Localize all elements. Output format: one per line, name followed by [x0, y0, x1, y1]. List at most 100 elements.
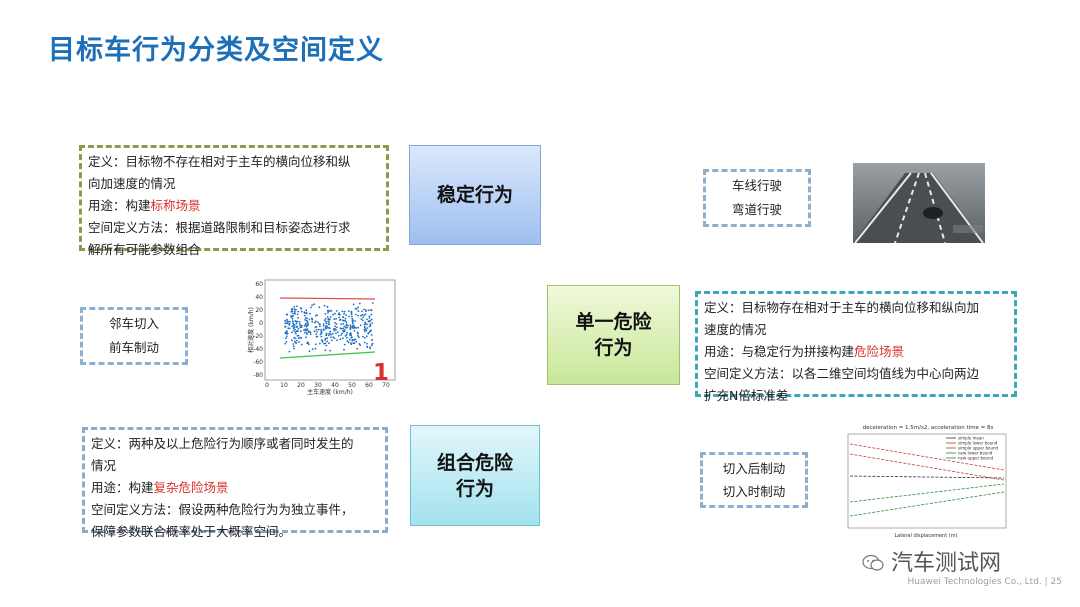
scatter-point: [315, 333, 317, 335]
scatter-point: [342, 337, 344, 339]
scatter-point: [327, 321, 329, 323]
scatter-point: [325, 345, 327, 347]
scatter-point: [340, 334, 342, 336]
stable-example-1: 车线行驶: [712, 174, 802, 198]
scatter-point: [355, 338, 357, 340]
scatter-point: [315, 321, 317, 323]
scatter-point: [357, 315, 359, 317]
scatter-point: [295, 333, 297, 335]
scatter-x-tick: 50: [348, 382, 356, 389]
scatter-point: [310, 333, 312, 335]
scatter-point: [329, 327, 331, 329]
scatter-point: [366, 319, 368, 321]
scatter-point: [338, 317, 340, 319]
scatter-point: [364, 331, 366, 333]
brand-watermark: 汽车测试网: [862, 545, 1001, 577]
scatter-point: [294, 308, 296, 310]
scatter-point: [325, 338, 327, 340]
scatter-point: [287, 328, 289, 330]
scatter-point: [349, 339, 351, 341]
scatter-point: [300, 330, 302, 332]
scatter-point: [317, 321, 319, 323]
single-use-highlight: 危险场景: [854, 344, 904, 359]
scatter-point: [344, 329, 346, 331]
scatter-point: [368, 320, 370, 322]
scatter-point: [369, 323, 371, 325]
scatter-point: [301, 325, 303, 327]
single-example-2: 前车制动: [89, 336, 179, 360]
scatter-point: [298, 341, 300, 343]
scatter-point: [351, 312, 353, 314]
scatter-point: [369, 346, 371, 348]
scatter-point: [344, 344, 346, 346]
scatter-point: [293, 324, 295, 326]
scatter-point: [357, 307, 359, 309]
combo-use-prefix: 用途：构建: [91, 480, 154, 495]
scatter-point: [289, 351, 291, 353]
scatter-x-tick: 0: [265, 382, 269, 389]
scatter-point: [347, 325, 349, 327]
scatter-point: [292, 321, 294, 323]
scatter-point: [366, 335, 368, 337]
scatter-point: [341, 333, 343, 335]
single-use-prefix: 用途：与稳定行为拼接构建: [704, 344, 854, 359]
scatter-point: [334, 330, 336, 332]
scatter-point: [298, 335, 300, 337]
scatter-point: [311, 321, 313, 323]
scatter-y-tick: -80: [253, 372, 263, 379]
scatter-point: [306, 313, 308, 315]
scatter-point: [284, 320, 286, 322]
scatter-y-tick: -60: [253, 359, 263, 366]
scatter-point: [350, 326, 352, 328]
single-danger-label-line-2: 行为: [575, 335, 651, 361]
scatter-point: [313, 303, 315, 305]
scatter-point: [325, 321, 327, 323]
scatter-point: [318, 306, 320, 308]
combo-danger-label-line-2: 行为: [437, 476, 513, 502]
scatter-point: [325, 322, 327, 324]
scatter-point: [356, 348, 358, 350]
scatter-point: [326, 340, 328, 342]
scatter-point: [297, 317, 299, 319]
scatter-point: [369, 331, 371, 333]
scatter-point: [316, 336, 318, 338]
scatter-point: [320, 334, 322, 336]
scatter-point: [293, 306, 295, 308]
scatter-point: [352, 327, 354, 329]
combo-method-line-2: 保障参数联合概率处于大概率空间。: [91, 521, 379, 543]
scatter-point: [305, 309, 307, 311]
scatter-point: [316, 331, 318, 333]
scatter-point: [342, 316, 344, 318]
scatter-point: [338, 335, 340, 337]
scatter-point: [294, 331, 296, 333]
scatter-point: [352, 321, 354, 323]
scatter-point: [290, 311, 292, 313]
combo-def-line-1: 定义：两种及以上危险行为顺序或者同时发生的: [91, 433, 379, 455]
legend-label: new upper bound: [958, 456, 994, 461]
line-plot-x-label: Lateral displacement (m): [894, 533, 957, 539]
scatter-point: [316, 329, 318, 331]
scatter-point: [342, 311, 344, 313]
scatter-point: [359, 303, 361, 305]
scatter-point: [350, 324, 352, 326]
scatter-point: [292, 323, 294, 325]
scatter-point: [325, 318, 327, 320]
stable-def-line-1: 定义：目标物不存在相对于主车的横向位移和纵: [88, 151, 380, 173]
scatter-y-tick: 40: [255, 294, 263, 301]
scatter-point: [300, 308, 302, 310]
scatter-point: [307, 323, 309, 325]
scatter-x-tick: 30: [314, 382, 322, 389]
stable-def-line-2: 向加速度的情况: [88, 173, 380, 195]
scatter-point: [326, 326, 328, 328]
scatter-point: [366, 343, 368, 345]
scatter-point: [293, 345, 295, 347]
scatter-point: [319, 324, 321, 326]
scatter-point: [351, 318, 353, 320]
scatter-point: [312, 348, 314, 350]
scatter-point: [294, 313, 296, 315]
brand-name: 汽车测试网: [891, 551, 1001, 576]
scatter-point: [296, 340, 298, 342]
scatter-point: [299, 321, 301, 323]
scatter-point: [291, 339, 293, 341]
scatter-y-tick: 0: [259, 320, 263, 327]
